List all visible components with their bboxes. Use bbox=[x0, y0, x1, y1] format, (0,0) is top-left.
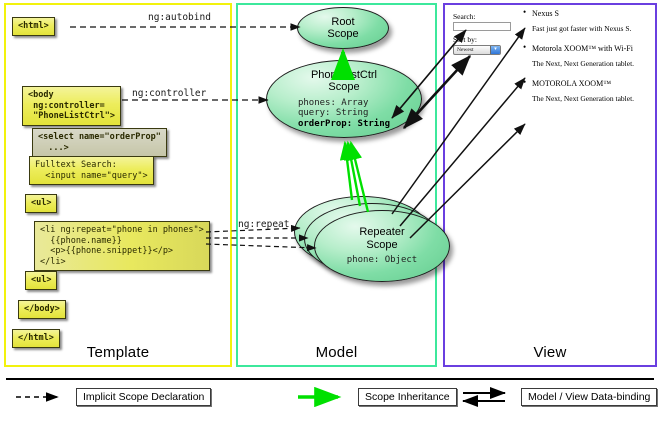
list-item[interactable]: MOTOROLA XOOM™ The Next, Next Generation… bbox=[523, 77, 651, 104]
code-box-fulltext-search: Fulltext Search: <input name="query"> bbox=[29, 156, 154, 185]
code-box-html-close: </html> bbox=[12, 329, 60, 348]
code-box-ul-close: <ul> bbox=[25, 271, 58, 290]
phone-snippet: The Next, Next Generation tablet. bbox=[532, 59, 635, 68]
scope-prop-phone: phone: Object bbox=[346, 255, 418, 266]
list-item[interactable]: Nexus S Fast just got faster with Nexus … bbox=[523, 7, 651, 34]
connector-label-autobind: ng:autobind bbox=[148, 12, 211, 23]
phone-name: MOTOROLA XOOM™ bbox=[523, 77, 651, 89]
scope-root: Root Scope bbox=[297, 7, 389, 49]
connector-label-controller: ng:controller bbox=[132, 88, 207, 99]
view-search-label: Search: bbox=[453, 12, 476, 21]
scope-repeater: Repeater Scope phone: Object bbox=[314, 210, 450, 282]
phone-name: Motorola XOOM™ with Wi-Fi bbox=[523, 42, 651, 54]
code-box-body-close: </body> bbox=[18, 300, 66, 319]
chevron-down-icon: ▾ bbox=[490, 46, 500, 54]
code-box-select: <select name="orderProp" ...> bbox=[32, 128, 167, 157]
legend-label-implicit: Implicit Scope Declaration bbox=[76, 388, 212, 406]
phone-list: Nexus S Fast just got faster with Nexus … bbox=[523, 7, 651, 113]
legend-divider bbox=[6, 378, 654, 380]
double-arrow-icon bbox=[462, 387, 506, 407]
view-sort-label: Sort by: bbox=[453, 35, 477, 44]
panel-template-label: Template bbox=[86, 344, 150, 361]
panel-model-label: Model bbox=[315, 344, 358, 361]
view-controls: Search: Sort by: Newest ▾ bbox=[453, 12, 515, 55]
legend-label-databinding: Model / View Data-binding bbox=[521, 388, 658, 406]
code-box-html-open: <html> bbox=[12, 17, 55, 36]
scope-phonelistctrl-title-1: PhoneListCtrl bbox=[310, 68, 378, 81]
scope-prop-query: query: String bbox=[297, 108, 369, 119]
connector-label-repeat: ng:repeat bbox=[238, 219, 290, 230]
sort-by-select[interactable]: Newest ▾ bbox=[453, 45, 501, 55]
scope-root-title-2: Scope bbox=[327, 28, 359, 40]
phone-snippet: The Next, Next Generation tablet. bbox=[532, 94, 635, 103]
legend-item-scope-inheritance: Scope Inheritance bbox=[296, 387, 457, 407]
search-input[interactable] bbox=[453, 22, 511, 31]
legend: Implicit Scope Declaration Scope Inherit… bbox=[0, 386, 660, 416]
code-box-body-open: <body ng:controller= "PhoneListCtrl"> bbox=[22, 86, 121, 126]
scope-phonelistctrl: PhoneListCtrl Scope phones: Array query:… bbox=[266, 60, 422, 138]
sort-by-value: Newest bbox=[457, 47, 474, 53]
scope-phonelistctrl-props: phones: Array query: String orderProp: S… bbox=[298, 98, 390, 130]
scope-prop-phones: phones: Array bbox=[297, 97, 369, 108]
code-box-ul-open: <ul> bbox=[25, 194, 58, 213]
scope-prop-orderprop: orderProp: String bbox=[297, 118, 391, 129]
scope-repeater-props: phone: Object bbox=[347, 255, 417, 266]
phone-name: Nexus S bbox=[523, 7, 651, 19]
scope-repeater-title-1: Repeater bbox=[359, 226, 405, 239]
scope-root-title-1: Root bbox=[331, 15, 355, 28]
panel-view-label: View bbox=[533, 344, 567, 361]
legend-label-inheritance: Scope Inheritance bbox=[358, 388, 457, 406]
legend-item-implicit-scope-declaration: Implicit Scope Declaration bbox=[14, 387, 212, 407]
scope-phonelistctrl-title-2: Scope bbox=[328, 81, 360, 94]
scope-repeater-title-2: Scope bbox=[366, 238, 398, 251]
dashed-arrow-icon bbox=[16, 392, 59, 402]
legend-item-model-view-data-binding: Model / View Data-binding bbox=[459, 387, 658, 407]
list-item[interactable]: Motorola XOOM™ with Wi-Fi The Next, Next… bbox=[523, 42, 651, 69]
phone-snippet: Fast just got faster with Nexus S. bbox=[532, 24, 632, 33]
green-arrow-icon bbox=[298, 387, 342, 407]
code-box-li-repeat: <li ng:repeat="phone in phones"> {{phone… bbox=[34, 221, 210, 271]
panel-model: Model bbox=[236, 3, 437, 367]
